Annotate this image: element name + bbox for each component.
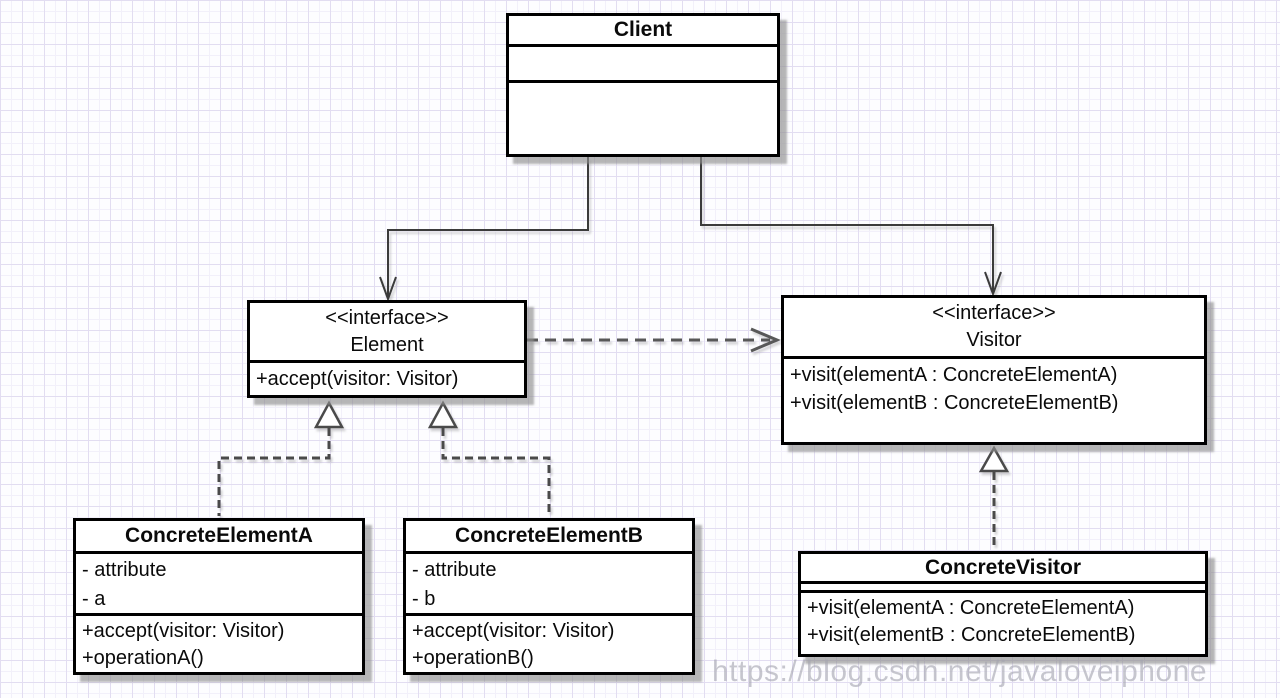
element-header: <<interface>> Element: [250, 303, 524, 360]
class-box-element: <<interface>> Element +accept(visitor: V…: [247, 300, 527, 398]
class-name-element: Element: [350, 333, 424, 356]
class-box-visitor: <<interface>> Visitor +visit(elementA : …: [781, 295, 1207, 445]
concrete-visitor-methods-compartment: +visit(elementA : ConcreteElementA) +vis…: [801, 590, 1205, 654]
concrete-element-a-attributes-compartment: - attribute - a: [76, 551, 362, 613]
element-methods-compartment: +accept(visitor: Visitor): [250, 360, 524, 395]
visitor-methods-compartment: +visit(elementA : ConcreteElementA) +vis…: [784, 356, 1204, 442]
concrete-element-a-realization-arrow: [217, 400, 345, 516]
element-stereotype: <<interface>>: [325, 306, 449, 329]
watermark-text: https://blog.csdn.net/javaloveiphone: [712, 655, 1207, 688]
method-item: +visit(elementA : ConcreteElementA): [790, 364, 1118, 386]
class-box-concrete-element-b: ConcreteElementB - attribute - b +accept…: [403, 518, 695, 675]
attribute-item: - attribute: [412, 559, 497, 581]
class-box-concrete-element-a: ConcreteElementA - attribute - a +accept…: [73, 518, 365, 675]
visitor-stereotype: <<interface>>: [932, 302, 1056, 324]
client-attributes-compartment: [509, 44, 777, 80]
method-item: +visit(elementB : ConcreteElementB): [790, 392, 1119, 414]
method-item: +visit(elementA : ConcreteElementA): [807, 597, 1135, 619]
class-name-concrete-element-a: ConcreteElementA: [125, 524, 313, 547]
concrete-visitor-attributes-compartment: [801, 581, 1205, 590]
client-methods-compartment: [509, 80, 777, 154]
method-item: +accept(visitor: Visitor): [256, 368, 459, 390]
method-item: +accept(visitor: Visitor): [412, 620, 615, 642]
class-name-concrete-visitor: ConcreteVisitor: [925, 555, 1081, 579]
attribute-item: - a: [82, 588, 106, 610]
class-box-client: Client: [506, 13, 780, 157]
visitor-header: <<interface>> Visitor: [784, 298, 1204, 356]
method-item: +operationB(): [412, 647, 534, 669]
method-item: +accept(visitor: Visitor): [82, 620, 285, 642]
attribute-item: - attribute: [82, 559, 167, 581]
concrete-element-b-attributes-compartment: - attribute - b: [406, 551, 692, 613]
concrete-element-b-realization-arrow: [427, 400, 551, 516]
class-name-visitor: Visitor: [966, 329, 1022, 351]
class-name-client: Client: [613, 18, 673, 41]
method-item: +operationA(): [82, 647, 204, 669]
method-item: +visit(elementB : ConcreteElementB): [807, 624, 1136, 646]
class-name-concrete-element-b: ConcreteElementB: [455, 524, 643, 547]
client-visitor-association-arrow: [700, 157, 1002, 297]
element-visitor-dependency-arrow: [527, 327, 781, 353]
class-box-concrete-visitor: ConcreteVisitor +visit(elementA : Concre…: [798, 551, 1208, 657]
concrete-element-a-methods-compartment: +accept(visitor: Visitor) +operationA(): [76, 613, 362, 672]
concrete-element-b-methods-compartment: +accept(visitor: Visitor) +operationB(): [406, 613, 692, 672]
concrete-visitor-realization-arrow: [978, 445, 1010, 549]
client-element-association-arrow: [379, 157, 589, 302]
attribute-item: - b: [412, 588, 436, 610]
